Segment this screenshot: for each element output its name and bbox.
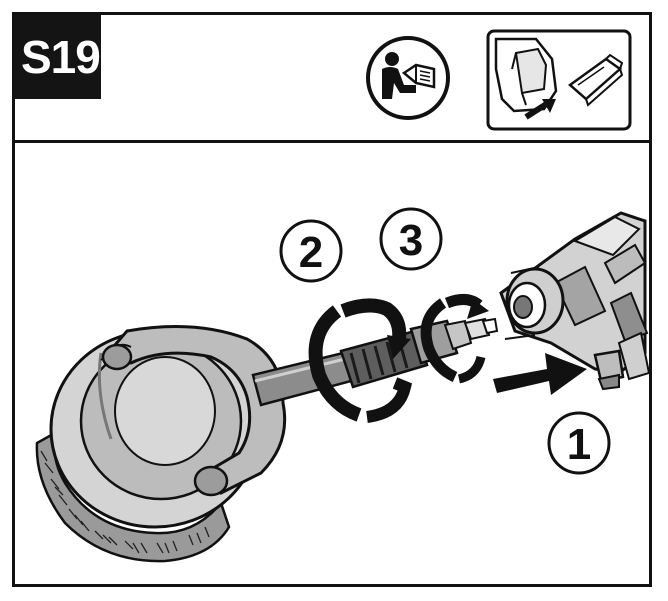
rotate-arrow-small-icon [420, 294, 489, 384]
instruction-panel: S19 [12, 12, 652, 587]
spray-gun-illustration [499, 211, 649, 391]
rotate-arrow-large-icon [308, 298, 413, 423]
callout-2-number: 2 [299, 228, 323, 277]
callout-1-number: 1 [567, 420, 591, 469]
push-arrow-icon [493, 353, 587, 395]
step-header: S19 [15, 15, 649, 143]
read-manual-icon [366, 36, 450, 120]
callout-1: 1 [547, 411, 611, 475]
extension-shaft-illustration [251, 317, 499, 407]
step-number-label: S19 [15, 15, 101, 99]
assembly-illustration: 2 3 1 [35, 207, 649, 563]
callout-3: 3 [379, 207, 443, 271]
callout-3-number: 3 [399, 216, 423, 265]
rotary-brush-illustration [35, 325, 287, 563]
remove-battery-icon [486, 29, 632, 131]
callout-2: 2 [279, 219, 343, 283]
